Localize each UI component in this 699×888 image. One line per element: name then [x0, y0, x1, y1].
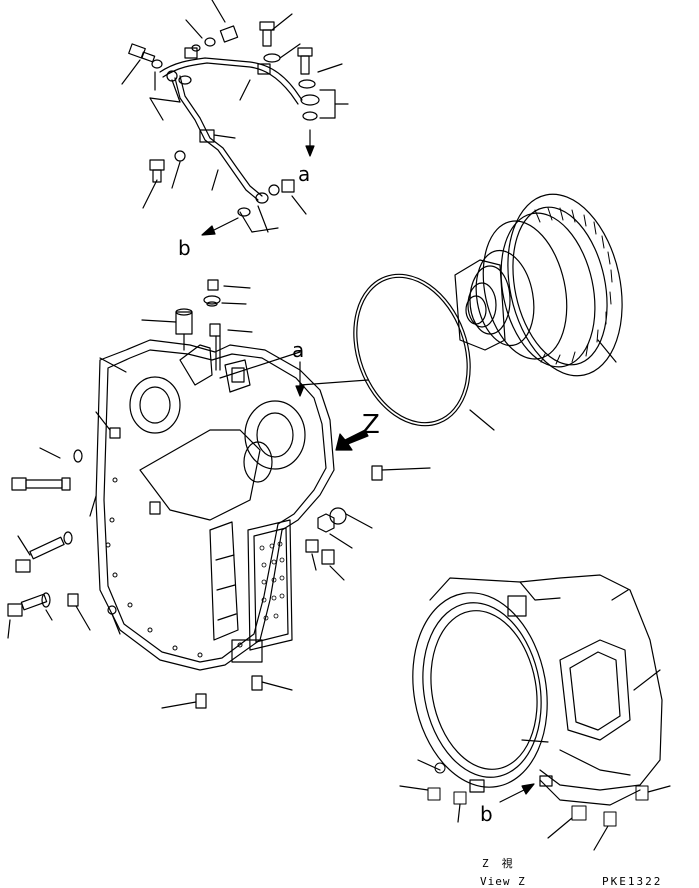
- callout-z-view: Z: [362, 410, 380, 440]
- torque-converter: [454, 193, 623, 377]
- callout-b-bottom: b: [480, 802, 493, 826]
- washer-part: [263, 53, 281, 63]
- callout-b-top: b: [178, 236, 191, 260]
- plug-part: [371, 465, 383, 481]
- bolt-part: [7, 592, 53, 639]
- view-z-housing: [399, 574, 671, 851]
- view-caption-jp: Z 視: [482, 857, 514, 870]
- oil-tube-assembly: [121, 0, 349, 236]
- plug-part: [251, 675, 263, 691]
- plug-part: [67, 593, 79, 607]
- bolt-part: [259, 21, 275, 47]
- plug-part: [305, 539, 319, 553]
- plug-part: [149, 501, 161, 515]
- callout-a-top: a: [298, 162, 311, 186]
- drawing-code: PKE1322: [602, 875, 663, 888]
- transmission-housing: [95, 279, 369, 671]
- nut-part: [317, 507, 373, 549]
- plug-part: [109, 427, 121, 439]
- o-ring: [353, 273, 495, 431]
- plug-part: [195, 693, 207, 709]
- bolt-part: [297, 47, 313, 75]
- callout-a-mid: a: [292, 338, 305, 362]
- plug-part: [321, 549, 335, 565]
- bolt-part: [15, 531, 73, 573]
- view-caption-en: View Z: [480, 875, 526, 888]
- bolt-part: [11, 447, 83, 491]
